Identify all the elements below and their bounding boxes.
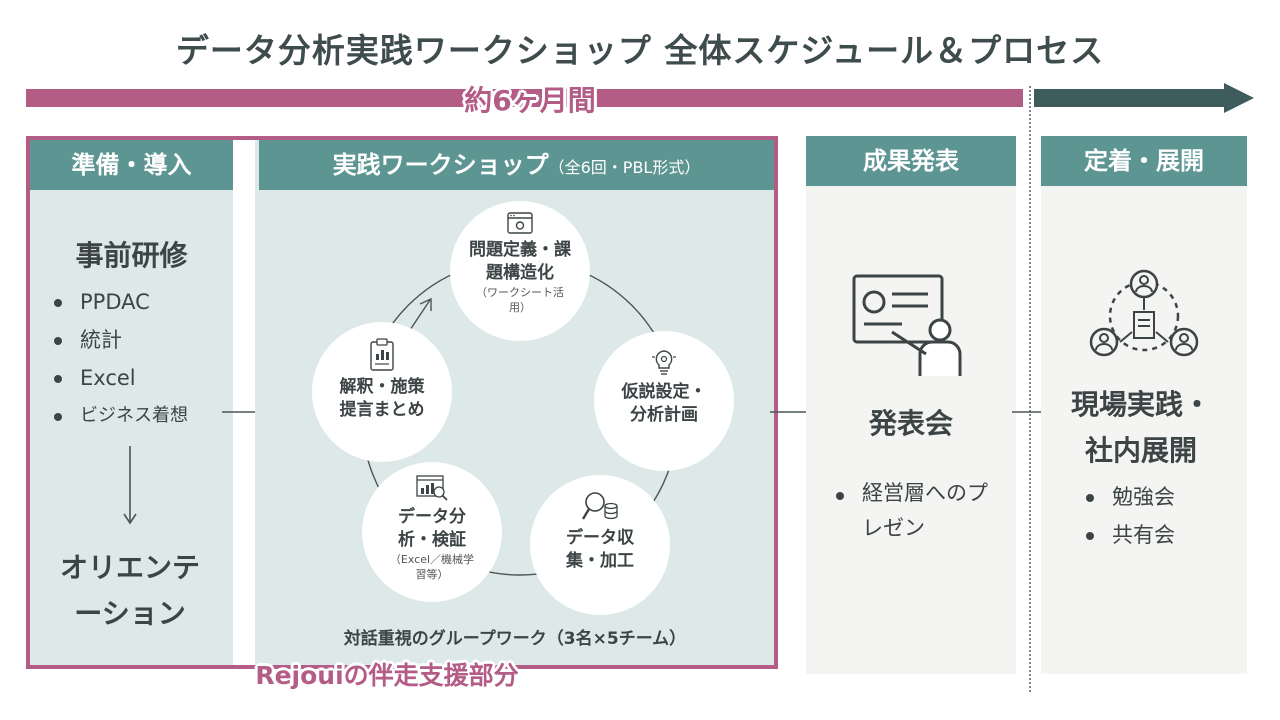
presentation-title: 発表会	[868, 407, 953, 440]
step-title: データ分析・検証	[398, 507, 466, 550]
timeline-bar-support	[26, 89, 1023, 107]
step-title: データ収集・加工	[566, 528, 634, 571]
workshop-header: 実践ワークショップ（全6回・PBL形式）	[259, 140, 774, 190]
workshop-step-analysis: データ分析・検証 （Excel／機械学習等）	[362, 462, 502, 602]
workshop-header-title: 実践ワークショップ	[332, 151, 549, 179]
settings-window-icon	[507, 212, 533, 234]
clipboard-report-icon	[370, 338, 394, 371]
training-title: 事前研修	[75, 239, 188, 272]
step-title: 解釈・施策提言まとめ	[339, 377, 425, 420]
team-share-icon	[1089, 269, 1199, 357]
presentation-list: 経営層へのプレゼン	[832, 476, 1002, 546]
deployment-list: 勉強会 共有会	[1082, 478, 1232, 554]
step-title: 問題定義・課題構造化	[469, 240, 571, 283]
timeline-bar-after	[1034, 89, 1226, 107]
deployment-header: 定着・展開	[1041, 136, 1247, 186]
presentation-item: 経営層へのプレゼン	[832, 476, 1002, 546]
prep-header: 準備・導入	[30, 140, 233, 190]
step-sub: （ワークシート活用）	[476, 286, 564, 314]
presentation-header: 成果発表	[806, 136, 1016, 186]
support-frame	[26, 136, 778, 669]
phase-divider	[1029, 86, 1031, 692]
workshop-step-problem-definition: 問題定義・課題構造化 （ワークシート活用）	[450, 201, 590, 341]
lightbulb-gear-icon	[652, 350, 676, 375]
step-sub: （Excel／機械学習等）	[389, 553, 475, 581]
workshop-step-data-collection: データ収集・加工	[530, 475, 670, 615]
training-item: ビジネス着想	[50, 397, 240, 435]
deployment-panel	[1041, 136, 1247, 674]
deployment-title: 現場実践・社内展開	[1070, 388, 1211, 467]
training-item: Excel	[50, 359, 240, 397]
magnifier-database-icon	[581, 492, 618, 520]
training-list: PPDAC 統計 Excel ビジネス着想	[50, 283, 240, 435]
orientation-label: オリエンテーション	[60, 551, 201, 630]
prep-panel	[30, 140, 233, 665]
workshop-footer: 対話重視のグループワーク（3名×5チーム）	[343, 629, 687, 649]
timeline-arrow-icon	[1224, 83, 1254, 113]
training-item: 統計	[50, 321, 240, 359]
duration-label: 約6ヶ月間	[464, 84, 596, 117]
down-arrow-icon	[123, 446, 137, 525]
workshop-step-interpretation: 解釈・施策提言まとめ	[312, 322, 452, 462]
presentation-panel	[806, 136, 1016, 674]
workshop-step-hypothesis: 仮説設定・分析計画	[594, 331, 734, 471]
chart-analysis-icon	[416, 475, 448, 501]
page-title: データ分析実践ワークショップ 全体スケジュール＆プロセス	[175, 31, 1105, 70]
presenter-board-icon	[852, 274, 962, 376]
support-label: Rejouiの伴走支援部分	[255, 661, 519, 690]
step-title: 仮説設定・分析計画	[621, 382, 707, 425]
workshop-header-sub: （全6回・PBL形式）	[548, 158, 701, 177]
deployment-item: 共有会	[1082, 516, 1232, 554]
training-item: PPDAC	[50, 283, 240, 321]
deployment-item: 勉強会	[1082, 478, 1232, 516]
